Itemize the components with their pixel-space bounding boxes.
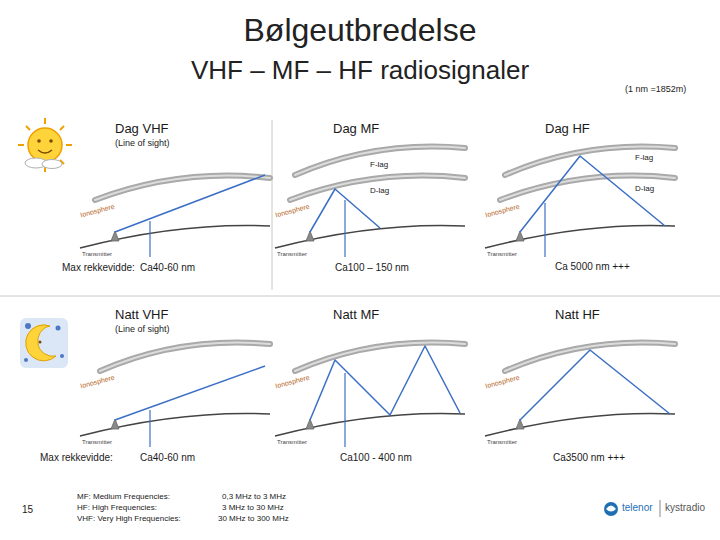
transmitter-label-box: Transmitter [277,439,307,446]
panel-heading-box: Dag MF [333,122,379,137]
ionosphere-label: Ionosphere [80,374,116,390]
transmitter-label: Transmitter [487,439,517,445]
layer-label-box: F-lag [635,153,653,162]
layer-label: F-lag [370,160,388,169]
footnote: VHF: Very High Frequencies: [77,514,181,523]
footnote: 30 MHz to 300 MHz [218,514,289,523]
footnote: 3 MHz to 30 MHz [222,503,284,512]
panel-heading: Natt VHF [115,307,168,322]
panel-heading-box: Natt VHF [115,308,168,323]
layer-label-box: D-lag [635,184,654,193]
panel-heading-box: Natt MF [333,308,379,323]
logo-wordmark-box: kystradio [665,502,705,514]
transmitter-label: Transmitter [277,439,307,445]
panel-heading: Dag MF [333,121,379,136]
range-heading-box: Max rekkevidde: [62,262,135,274]
ionosphere-label-box: Ionosphere [80,374,116,391]
range-value-box: Ca 5000 nm +++ [555,261,630,273]
panel-heading: Dag HF [545,121,590,136]
range-value-box: Ca40-60 nm [140,262,195,274]
panel-heading: Dag VHF [115,121,168,136]
range-value: Ca 5000 nm +++ [555,261,630,272]
footnote-box: HF: High Frequencies: [77,503,157,512]
panel-note-box: (Line of sight) [115,324,170,334]
footnote: MF: Medium Frequencies: [77,492,170,501]
panel-heading-box: Dag HF [545,122,590,137]
sun-icon [18,118,72,172]
transmitter-label-box: Transmitter [487,439,517,446]
transmitter-label: Transmitter [277,251,307,257]
layer-label: D-lag [370,186,389,195]
range-value: Ca40-60 nm [140,452,195,463]
range-value-box: Ca100 – 150 nm [335,262,409,274]
range-pointer [150,200,545,447]
range-value-box: Ca40-60 nm [140,452,195,464]
moon-icon [20,318,68,368]
range-heading-box: Max rekkevidde: [40,452,113,464]
logo-wordmark: telenor [622,502,653,513]
unit-note-box: (1 nm =1852m) [625,84,686,94]
ionosphere-label: Ionosphere [485,374,521,390]
range-value-box: Ca100 - 400 nm [340,452,412,464]
divider [272,120,273,290]
logo-wordmark-box: telenor [622,502,653,514]
transmitter-label: Transmitter [82,439,112,445]
ionosphere-label: Ionosphere [275,203,311,219]
transmitter-label: Transmitter [487,251,517,257]
panel-heading: Natt HF [555,307,600,322]
ionosphere-label-box: Ionosphere [485,203,521,220]
ionosphere-label: Ionosphere [275,374,311,390]
ionosphere-label-box: Ionosphere [275,203,311,220]
panel-heading: Natt MF [333,307,379,322]
layer-label-box: F-lag [370,160,388,169]
transmitter-label: Transmitter [82,251,112,257]
logo-wordmark: kystradio [665,502,705,513]
ionosphere-label-box: Ionosphere [80,203,116,220]
footnote-box: MF: Medium Frequencies: [77,492,170,501]
panel-heading-box: Dag VHF [115,122,168,137]
slide-subtitle-box: VHF – MF – HF radiosignaler [0,56,720,86]
transmitter-symbol [111,231,524,429]
footnote-box: 3 MHz to 30 MHz [222,503,284,512]
footnote-box: 30 MHz to 300 MHz [218,514,289,523]
ionosphere-band [95,147,675,371]
footnote-box: VHF: Very High Frequencies: [77,514,181,523]
ionosphere-label: Ionosphere [80,203,116,219]
radio-ray [115,156,670,420]
footnote-box: 0,3 MHz to 3 MHz [222,492,286,501]
panel-note: (Line of sight) [115,138,170,148]
range-value: Ca100 - 400 nm [340,452,412,463]
transmitter-label-box: Transmitter [277,251,307,258]
logo-symbol [604,500,660,517]
transmitter-label-box: Transmitter [82,439,112,446]
range-value-box: Ca3500 nm +++ [553,452,625,464]
ionosphere-label-box: Ionosphere [485,374,521,391]
divider [0,296,720,297]
panel-note-box: (Line of sight) [115,138,170,148]
layer-label-box: D-lag [370,186,389,195]
footnote: 0,3 MHz to 3 MHz [222,492,286,501]
page-number: 15 [22,504,33,515]
range-value: Ca100 – 150 nm [335,262,409,273]
footnote: HF: High Frequencies: [77,503,157,512]
ionosphere-label-box: Ionosphere [275,374,311,391]
range-heading: Max rekkevidde: [40,452,113,463]
ionosphere-label: Ionosphere [485,203,521,219]
layer-label: F-lag [635,153,653,162]
slide-title: Bølgeutbredelse [243,12,476,48]
earth-surface [80,225,675,436]
range-value: Ca40-60 nm [140,262,195,273]
unit-note: (1 nm =1852m) [625,84,686,94]
panel-note: (Line of sight) [115,324,170,334]
transmitter-label-box: Transmitter [82,251,112,258]
range-value: Ca3500 nm +++ [553,452,625,463]
transmitter-label-box: Transmitter [487,251,517,258]
range-heading: Max rekkevidde: [62,262,135,273]
page-number-box: 15 [22,504,33,516]
slide-subtitle: VHF – MF – HF radiosignaler [191,55,529,85]
layer-label: D-lag [635,184,654,193]
panel-heading-box: Natt HF [555,308,600,323]
title-box: Bølgeutbredelse [0,12,720,49]
